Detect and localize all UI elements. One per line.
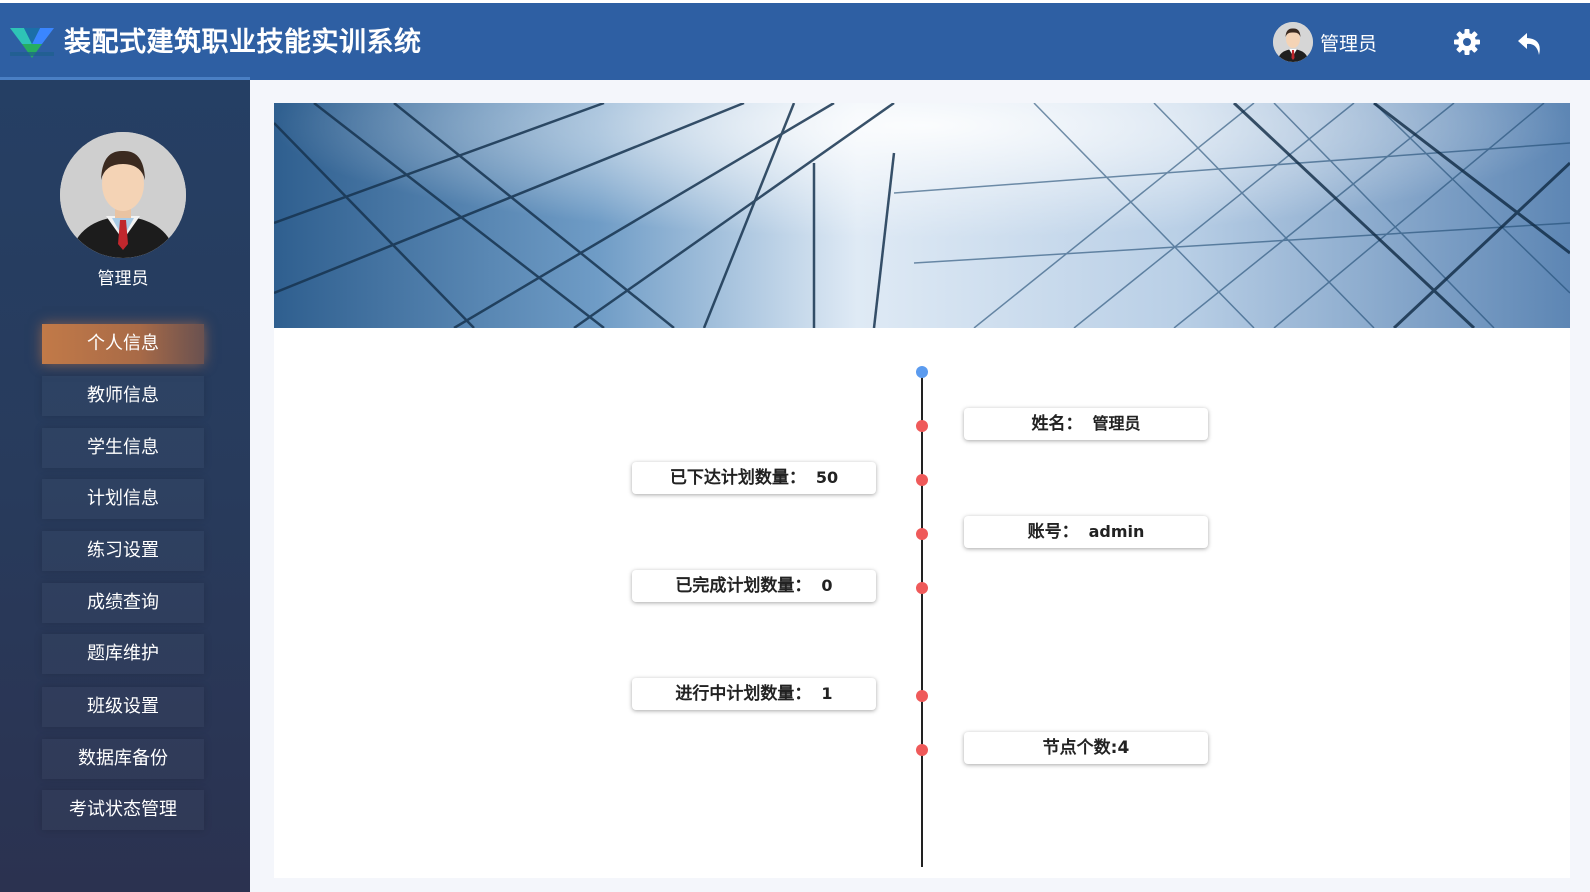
card-value: admin (1088, 522, 1145, 541)
sidebar-avatar (60, 132, 186, 258)
timeline-card-account: 账号： admin (964, 516, 1208, 548)
sidebar-item-score-query[interactable]: 成绩查询 (42, 583, 204, 623)
sidebar: 管理员 个人信息 教师信息 学生信息 计划信息 练习设置 成绩查询 题库维护 班… (0, 80, 250, 892)
gear-icon[interactable] (1452, 27, 1482, 57)
banner-image (274, 103, 1570, 328)
card-value: 1 (821, 684, 833, 703)
card-label: 已下达计划数量： (669, 468, 806, 488)
timeline-dot (916, 420, 928, 432)
timeline-dot (916, 474, 928, 486)
timeline-card-issued-plans: 已下达计划数量： 50 (632, 462, 876, 494)
sidebar-item-plans[interactable]: 计划信息 (42, 479, 204, 519)
sidebar-item-class-settings[interactable]: 班级设置 (42, 687, 204, 727)
card-value: 50 (815, 468, 839, 487)
sidebar-item-students[interactable]: 学生信息 (42, 428, 204, 468)
sidebar-item-profile[interactable]: 个人信息 (42, 324, 204, 364)
sidebar-item-exam-status[interactable]: 考试状态管理 (42, 790, 204, 830)
card-label: 姓名： (1031, 414, 1083, 434)
timeline-start-dot (916, 366, 928, 378)
timeline-line (921, 372, 923, 867)
timeline-card-node-count: 节点个数:4 (964, 732, 1208, 764)
card-label: 已完成计划数量： (675, 576, 812, 596)
card-value: 0 (821, 576, 833, 595)
card-value: 管理员 (1092, 414, 1141, 433)
header-user-name[interactable]: 管理员 (1320, 33, 1378, 55)
timeline-dot (916, 690, 928, 702)
sidebar-user-name: 管理员 (97, 269, 149, 289)
header-avatar[interactable] (1273, 22, 1313, 62)
back-icon[interactable] (1515, 29, 1545, 59)
app-logo-icon (8, 22, 56, 62)
card-label: 节点个数:4 (1042, 738, 1130, 758)
top-header: 装配式建筑职业技能实训系统 管理员 (0, 0, 1590, 83)
timeline-card-in-progress-plans: 进行中计划数量： 1 (632, 678, 876, 710)
app-title: 装配式建筑职业技能实训系统 (64, 27, 422, 58)
timeline-card-completed-plans: 已完成计划数量： 0 (632, 570, 876, 602)
timeline-dot (916, 582, 928, 594)
card-label: 进行中计划数量： (675, 684, 812, 704)
sidebar-item-db-backup[interactable]: 数据库备份 (42, 739, 204, 779)
card-label: 账号： (1027, 522, 1079, 542)
timeline-dot (916, 528, 928, 540)
timeline-dot (916, 744, 928, 756)
sidebar-item-question-bank[interactable]: 题库维护 (42, 634, 204, 674)
sidebar-item-teachers[interactable]: 教师信息 (42, 376, 204, 416)
timeline-card-name: 姓名： 管理员 (964, 408, 1208, 440)
sidebar-item-practice-settings[interactable]: 练习设置 (42, 531, 204, 571)
